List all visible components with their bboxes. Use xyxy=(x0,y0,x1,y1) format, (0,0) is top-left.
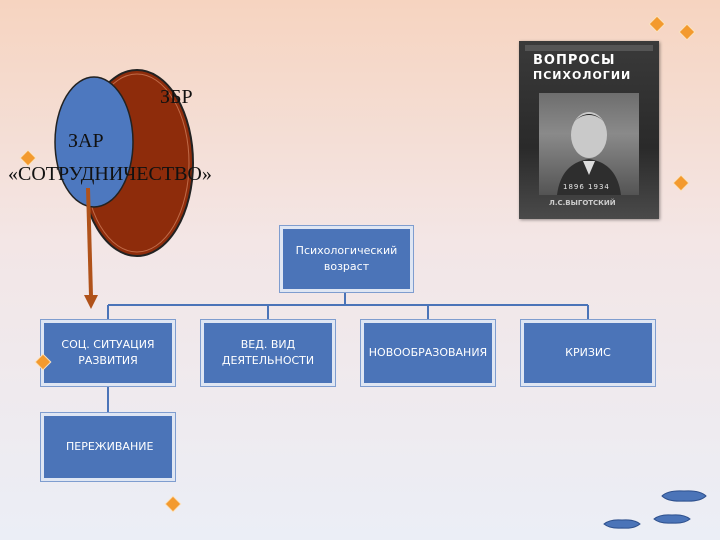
arrow-line xyxy=(86,187,93,297)
book-cover: ВОПРОСЫ ПСИХОЛОГИИ 1896 1934 Л.С.ВЫГОТСК… xyxy=(519,41,659,219)
decor-blob-1 xyxy=(661,490,707,502)
book-top-strip xyxy=(525,45,653,51)
book-years: 1896 1934 xyxy=(563,183,610,191)
decor-blob-2 xyxy=(653,514,691,524)
portrait-figure xyxy=(557,112,621,195)
zbr-label: ЗБР xyxy=(160,86,193,108)
book-title-line2: ПСИХОЛОГИИ xyxy=(533,69,632,82)
node-social-situation: СОЦ. СИТУАЦИЯ РАЗВИТИЯ xyxy=(40,319,176,387)
decor-blobs xyxy=(603,490,707,529)
book-portrait: 1896 1934 xyxy=(539,93,639,195)
node-crisis: КРИЗИС xyxy=(520,319,656,387)
tree-connectors xyxy=(107,292,589,413)
arrow-head xyxy=(84,295,98,309)
node-experience: ПЕРЕЖИВАНИЕ xyxy=(40,412,176,482)
book-author: Л.С.ВЫГОТСКИЙ xyxy=(549,199,616,207)
book-title-line1: ВОПРОСЫ xyxy=(533,53,616,68)
zar-ellipse xyxy=(54,76,134,208)
node-neoformations: НОВООБРАЗОВАНИЯ xyxy=(360,319,496,387)
node-psychological-age: Психологический возраст xyxy=(279,225,414,293)
cooperation-caption: «СОТРУДНИЧЕСТВО» xyxy=(8,163,212,185)
decor-blob-3 xyxy=(603,519,641,529)
node-leading-activity: ВЕД. ВИД ДЕЯТЕЛЬНОСТИ xyxy=(200,319,336,387)
zar-label: ЗАР xyxy=(68,130,104,152)
